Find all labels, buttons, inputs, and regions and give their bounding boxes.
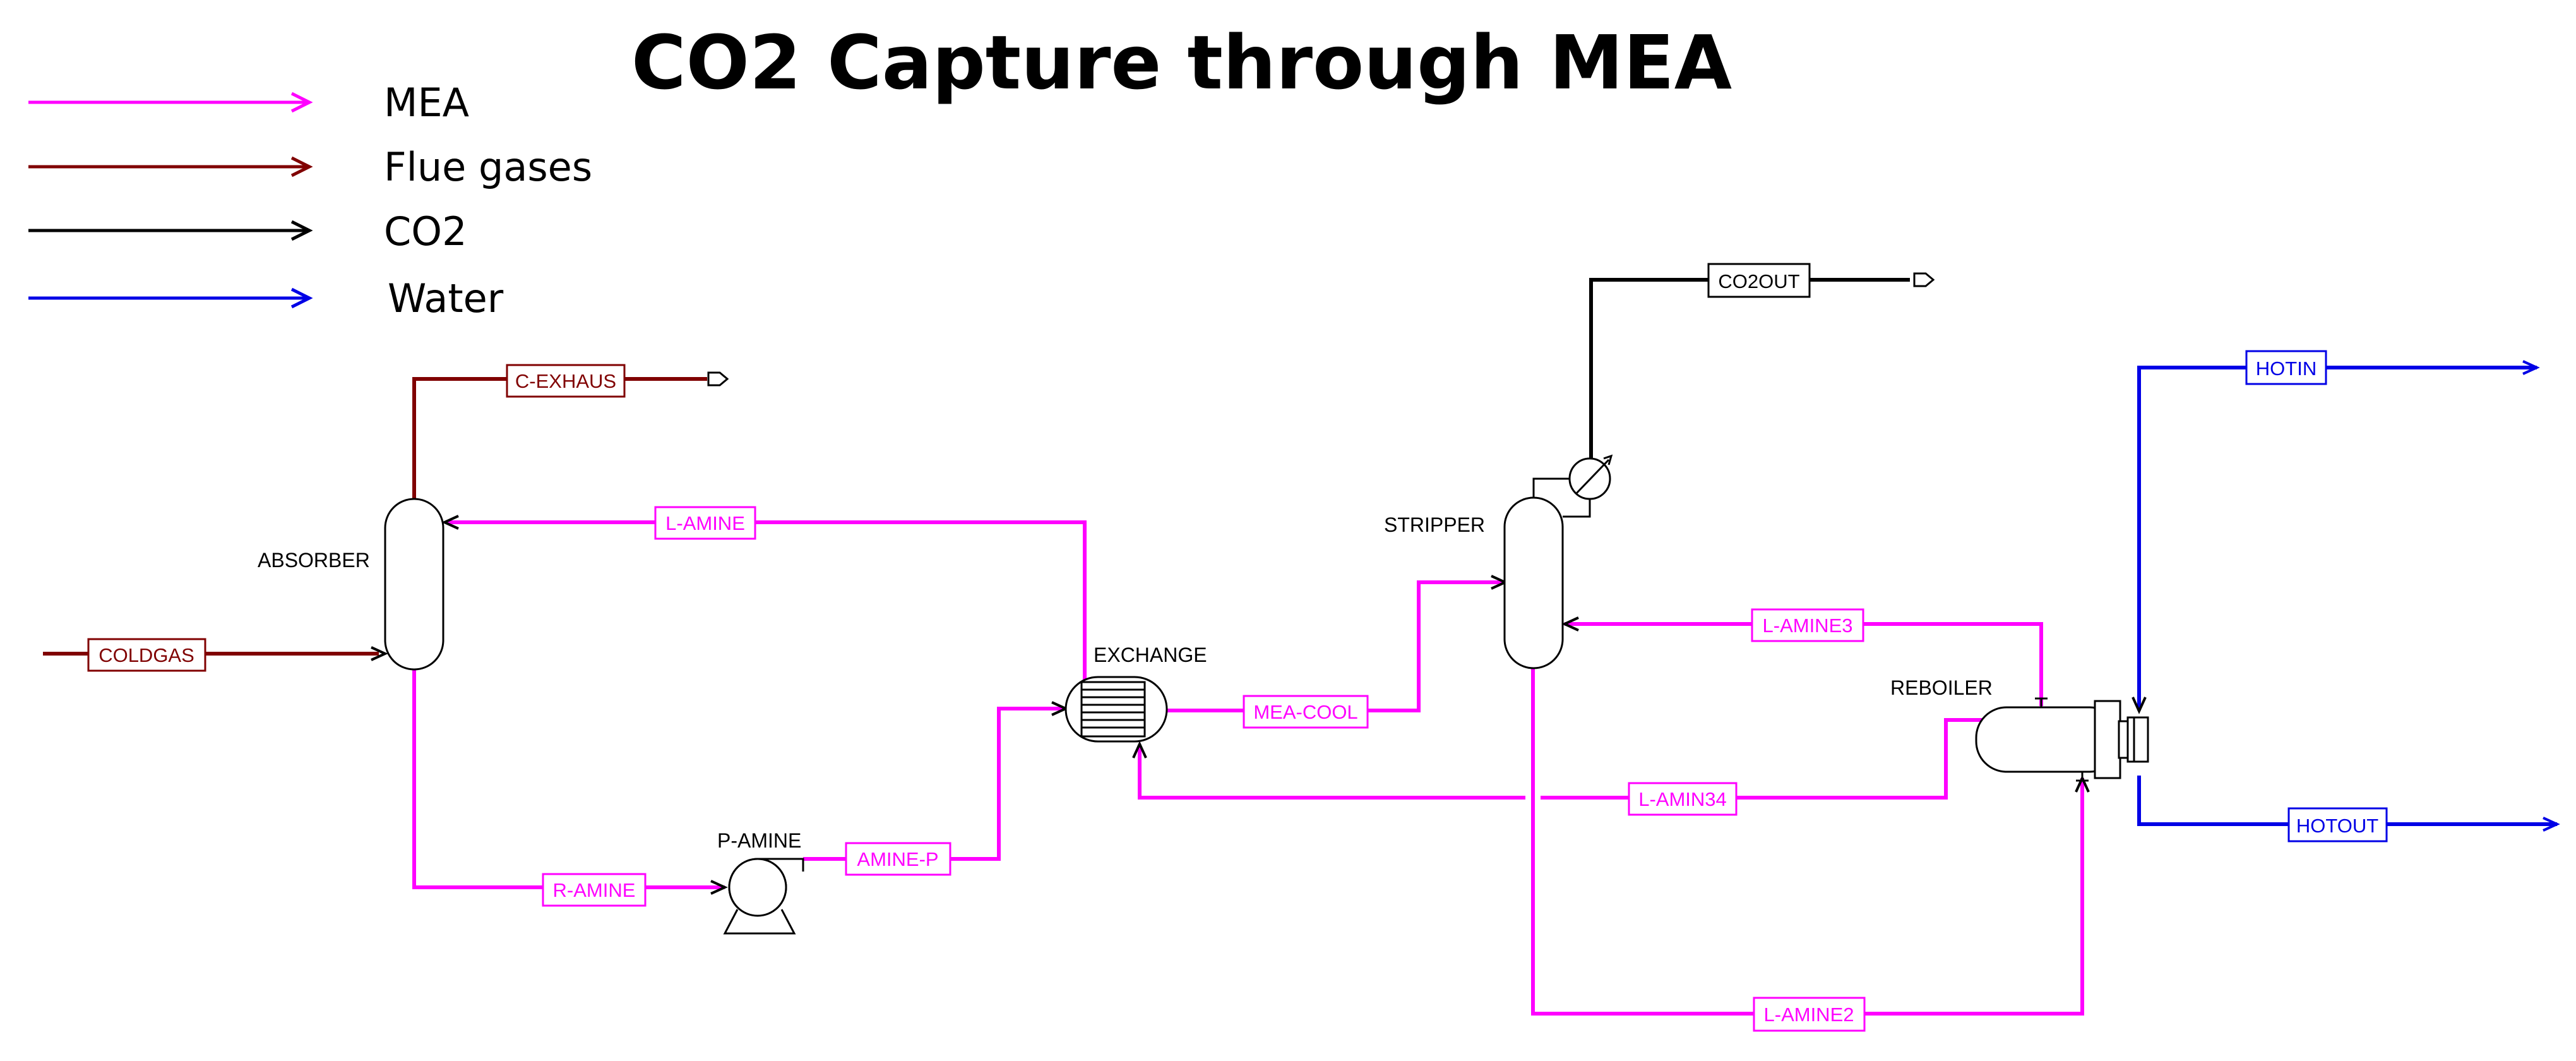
- reboiler[interactable]: REBOILER: [1890, 676, 2149, 782]
- condenser-arrowhead: [1603, 454, 1613, 465]
- tag-box-mea-cool: [1243, 695, 1369, 729]
- water-streams: [2132, 360, 2560, 832]
- tag-hotout[interactable]: HOTOUT: [2287, 807, 2388, 842]
- condenser-slash: [1575, 459, 1610, 495]
- pump-discharge: [758, 858, 804, 872]
- tag-box-l-amine3: [1751, 608, 1864, 642]
- tag-label-l-amine2: L-AMINE2: [1764, 1004, 1854, 1026]
- tag-box-l-amin34: [1628, 782, 1738, 816]
- tag-box-c-exhaus: [506, 364, 626, 398]
- arrow-coldgas: [371, 646, 388, 661]
- absorber-vessel[interactable]: [384, 498, 444, 671]
- arrow-l-amin34: [1132, 741, 1147, 758]
- tag-box-amine-p: [845, 842, 951, 876]
- co2-streams: [1589, 272, 1935, 464]
- tag-box-l-amine2: [1753, 997, 1866, 1032]
- tag-mea-cool[interactable]: MEA-COOL: [1243, 695, 1369, 729]
- legend-item-co2: CO2: [28, 208, 467, 255]
- legend-arrow-water: [290, 287, 313, 309]
- tag-label-l-amine3: L-AMINE3: [1763, 614, 1853, 637]
- stream-line-r-amine[interactable]: [412, 669, 725, 889]
- tag-box-co2out: [1707, 263, 1811, 298]
- tag-label-mea-cool: MEA-COOL: [1253, 701, 1357, 723]
- stream-tags: COLDGAS C-EXHAUS L-AMINE R-AMINE AMINE-P…: [87, 263, 2388, 1032]
- arrow-r-amine: [710, 880, 728, 895]
- arrow-l-amine3: [1561, 616, 1579, 632]
- tag-c-exhaus[interactable]: C-EXHAUS: [506, 364, 626, 398]
- stripper-vessel[interactable]: [1503, 496, 1564, 669]
- tag-l-amine2[interactable]: L-AMINE2: [1753, 997, 1866, 1032]
- tag-label-hotin: HOTIN: [2256, 357, 2317, 380]
- tag-box-hotout: [2287, 807, 2388, 842]
- stripper-column[interactable]: STRIPPER: [1384, 454, 1613, 669]
- tag-label-r-amine: R-AMINE: [553, 879, 636, 901]
- legend-arrow-mea: [290, 92, 313, 113]
- outlet-arrow-c-exhaus-icon: [707, 371, 729, 387]
- tag-r-amine[interactable]: R-AMINE: [542, 873, 647, 907]
- stream-line-amine-p[interactable]: [803, 707, 1066, 861]
- tag-box-coldgas: [87, 638, 206, 672]
- legend: MEA Flue gases CO2 Water: [28, 80, 592, 321]
- reboiler-channel: [2126, 716, 2149, 763]
- legend-label-water: Water: [388, 275, 504, 321]
- stream-line-l-amine3[interactable]: [1565, 622, 2043, 706]
- tag-amine-p[interactable]: AMINE-P: [845, 842, 951, 876]
- legend-label-mea: MEA: [384, 80, 469, 126]
- arrow-hotin-end: [2522, 360, 2540, 375]
- tag-l-amine3[interactable]: L-AMINE3: [1751, 608, 1864, 642]
- tag-hotin[interactable]: HOTIN: [2245, 350, 2327, 385]
- condenser-pipe-return: [1563, 499, 1591, 518]
- stream-line-l-amin34[interactable]: [1138, 718, 1983, 800]
- stream-line-hotout[interactable]: [2137, 776, 2557, 826]
- stream-line-co2out[interactable]: [1589, 278, 1910, 464]
- tag-label-l-amine: L-AMINE: [665, 512, 745, 534]
- legend-arrow-co2: [290, 220, 313, 241]
- legend-label-co2: CO2: [384, 208, 467, 255]
- legend-arrow-flue-gases: [290, 156, 313, 177]
- exchange-label: EXCHANGE: [1094, 644, 1207, 666]
- legend-label-flue-gases: Flue gases: [384, 144, 592, 190]
- tag-label-hotout: HOTOUT: [2296, 815, 2378, 837]
- tag-label-l-amin34: L-AMIN34: [1638, 788, 1727, 810]
- tag-coldgas[interactable]: COLDGAS: [87, 638, 206, 672]
- pump-base: [723, 909, 796, 935]
- pump-casing-front: [728, 858, 787, 917]
- stream-line-hotin[interactable]: [2137, 366, 2537, 710]
- reboiler-label: REBOILER: [1890, 676, 1993, 699]
- tag-label-amine-p: AMINE-P: [857, 848, 938, 870]
- tag-label-c-exhaus: C-EXHAUS: [515, 370, 616, 392]
- stream-line-mea-cool[interactable]: [1167, 580, 1505, 712]
- tag-co2out[interactable]: CO2OUT: [1707, 263, 1811, 298]
- tag-label-co2out: CO2OUT: [1718, 270, 1799, 292]
- pump-label: P-AMINE: [717, 829, 801, 852]
- arrow-hotin: [2132, 697, 2147, 714]
- tag-box-r-amine: [542, 873, 647, 907]
- tag-l-amin34[interactable]: L-AMIN34: [1628, 782, 1738, 816]
- arrow-l-amine: [441, 515, 459, 530]
- exchanger-tubes: [1082, 688, 1145, 729]
- tag-box-hotin: [2245, 350, 2327, 385]
- diagram-title: CO2 Capture through MEA: [631, 19, 1732, 106]
- tag-box-l-amine: [654, 506, 756, 540]
- tag-l-amine[interactable]: L-AMINE: [654, 506, 756, 540]
- condenser-pipe-top: [1532, 477, 1570, 498]
- legend-item-mea: MEA: [28, 80, 469, 126]
- absorber-label: ABSORBER: [258, 549, 370, 572]
- mea-streams: [412, 515, 2090, 1016]
- stripper-label: STRIPPER: [1384, 513, 1485, 536]
- absorber-column[interactable]: ABSORBER: [258, 498, 444, 671]
- stream-line-l-amine[interactable]: [448, 520, 1087, 688]
- legend-item-water: Water: [28, 275, 504, 321]
- reboiler-head: [2094, 700, 2121, 779]
- amine-pump[interactable]: P-AMINE: [717, 829, 804, 935]
- legend-item-flue-gases: Flue gases: [28, 144, 592, 190]
- outlet-arrow-co2out-icon: [1913, 272, 1935, 287]
- tag-label-coldgas: COLDGAS: [98, 644, 194, 666]
- heat-exchanger[interactable]: EXCHANGE: [1064, 644, 1207, 743]
- arrow-hotout: [2543, 817, 2560, 832]
